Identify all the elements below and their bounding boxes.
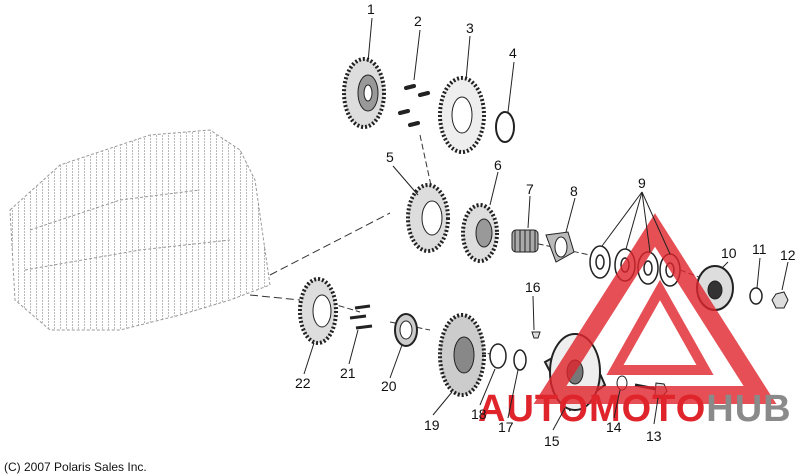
callout-10: 10: [721, 245, 737, 261]
callout-13: 13: [646, 428, 662, 444]
key-part-16: [531, 331, 541, 339]
callout-3: 3: [466, 20, 474, 36]
callout-6: 6: [494, 157, 502, 173]
callout-7: 7: [526, 181, 534, 197]
callout-8: 8: [570, 183, 578, 199]
callout-leaders: [303, 17, 789, 431]
callout-21: 21: [340, 365, 356, 381]
callout-11: 11: [752, 241, 767, 257]
callout-2: 2: [414, 13, 422, 29]
engine-case-outline: [9, 129, 271, 331]
watermark-text: AUTOMOTOHUB: [478, 388, 792, 430]
callout-12: 12: [780, 247, 796, 263]
copyright-text: (C) 2007 Polaris Sales Inc.: [4, 460, 147, 474]
nut-part-12: [771, 291, 789, 309]
gear-part-3: [438, 76, 486, 154]
callout-22: 22: [295, 375, 311, 391]
callout-4: 4: [509, 45, 517, 61]
gear-part-1: [342, 57, 386, 129]
callout-18: 18: [471, 406, 487, 422]
callout-17: 17: [498, 419, 514, 435]
callout-19: 19: [424, 417, 440, 433]
watermark-text-gray: HUB: [706, 388, 791, 430]
plate-part-8: [545, 231, 575, 263]
callout-labels: 1 2 3 4 5 6 7 8 9 10 11 12 13 14 15 16 1…: [295, 1, 796, 449]
callout-16: 16: [525, 279, 541, 295]
callout-14: 14: [606, 419, 622, 435]
watermark-text-red: AUTOMOTO: [478, 388, 706, 430]
gear-part-19: [438, 313, 486, 397]
washer-part-11: [749, 287, 763, 305]
callout-20: 20: [381, 378, 397, 394]
bearing-part-20: [394, 313, 418, 347]
spring-part-7: [511, 229, 539, 253]
pins-part-2: [398, 84, 430, 127]
gear-part-22: [298, 277, 338, 345]
gear-part-6: [461, 203, 499, 263]
ring-part-17: [513, 349, 527, 371]
snap-ring-part-4: [495, 111, 515, 143]
gear-part-5: [406, 183, 450, 253]
callout-1: 1: [367, 1, 375, 17]
bolts-part-21: [349, 304, 373, 330]
callout-15: 15: [544, 433, 560, 449]
washer-part-18: [489, 343, 507, 369]
callout-5: 5: [386, 149, 394, 165]
watermark-logo: [533, 213, 777, 404]
callout-9: 9: [638, 175, 646, 191]
